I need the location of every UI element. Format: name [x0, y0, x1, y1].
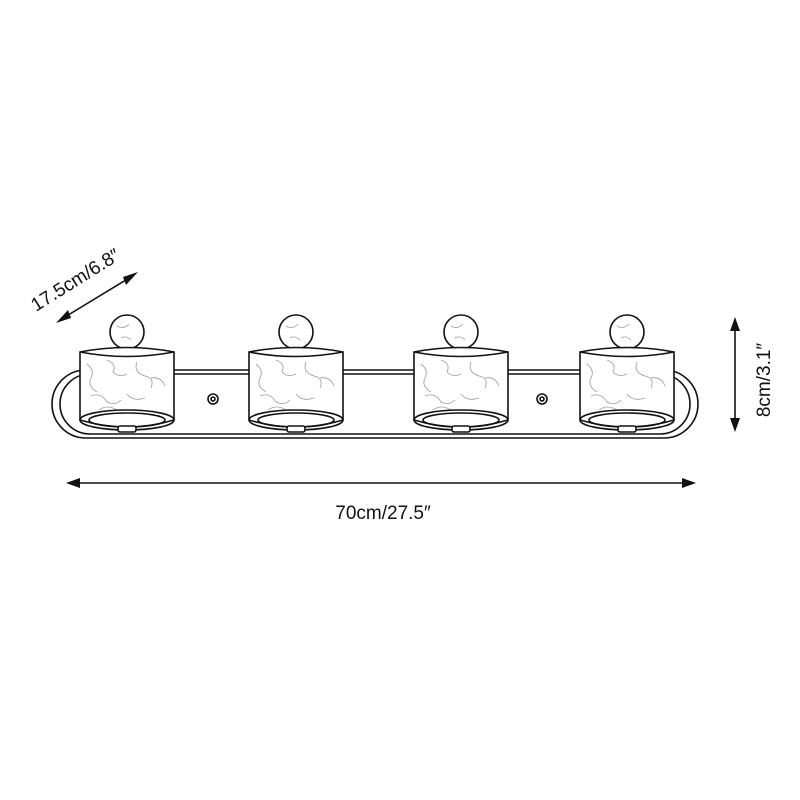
- back-plate-inner: [59, 373, 691, 435]
- mounting-screw-right: [536, 393, 548, 405]
- height-dimension-arrow: [730, 317, 740, 432]
- marble-shade-2: [248, 314, 344, 433]
- marble-shade-1: [79, 314, 175, 433]
- depth-dimension-arrow: [56, 272, 138, 323]
- depth-dimension-label: 17.5cm/6.8″: [28, 245, 125, 316]
- mounting-screw-left: [207, 393, 219, 405]
- width-dimension-label: 70cm/27.5″: [335, 503, 431, 524]
- marble-shade-4: [579, 314, 675, 433]
- height-dimension-label: 8cm/3.1″: [754, 343, 775, 418]
- width-dimension-arrow: [66, 478, 696, 488]
- back-plate: [51, 369, 699, 439]
- marble-shade-3: [413, 314, 509, 433]
